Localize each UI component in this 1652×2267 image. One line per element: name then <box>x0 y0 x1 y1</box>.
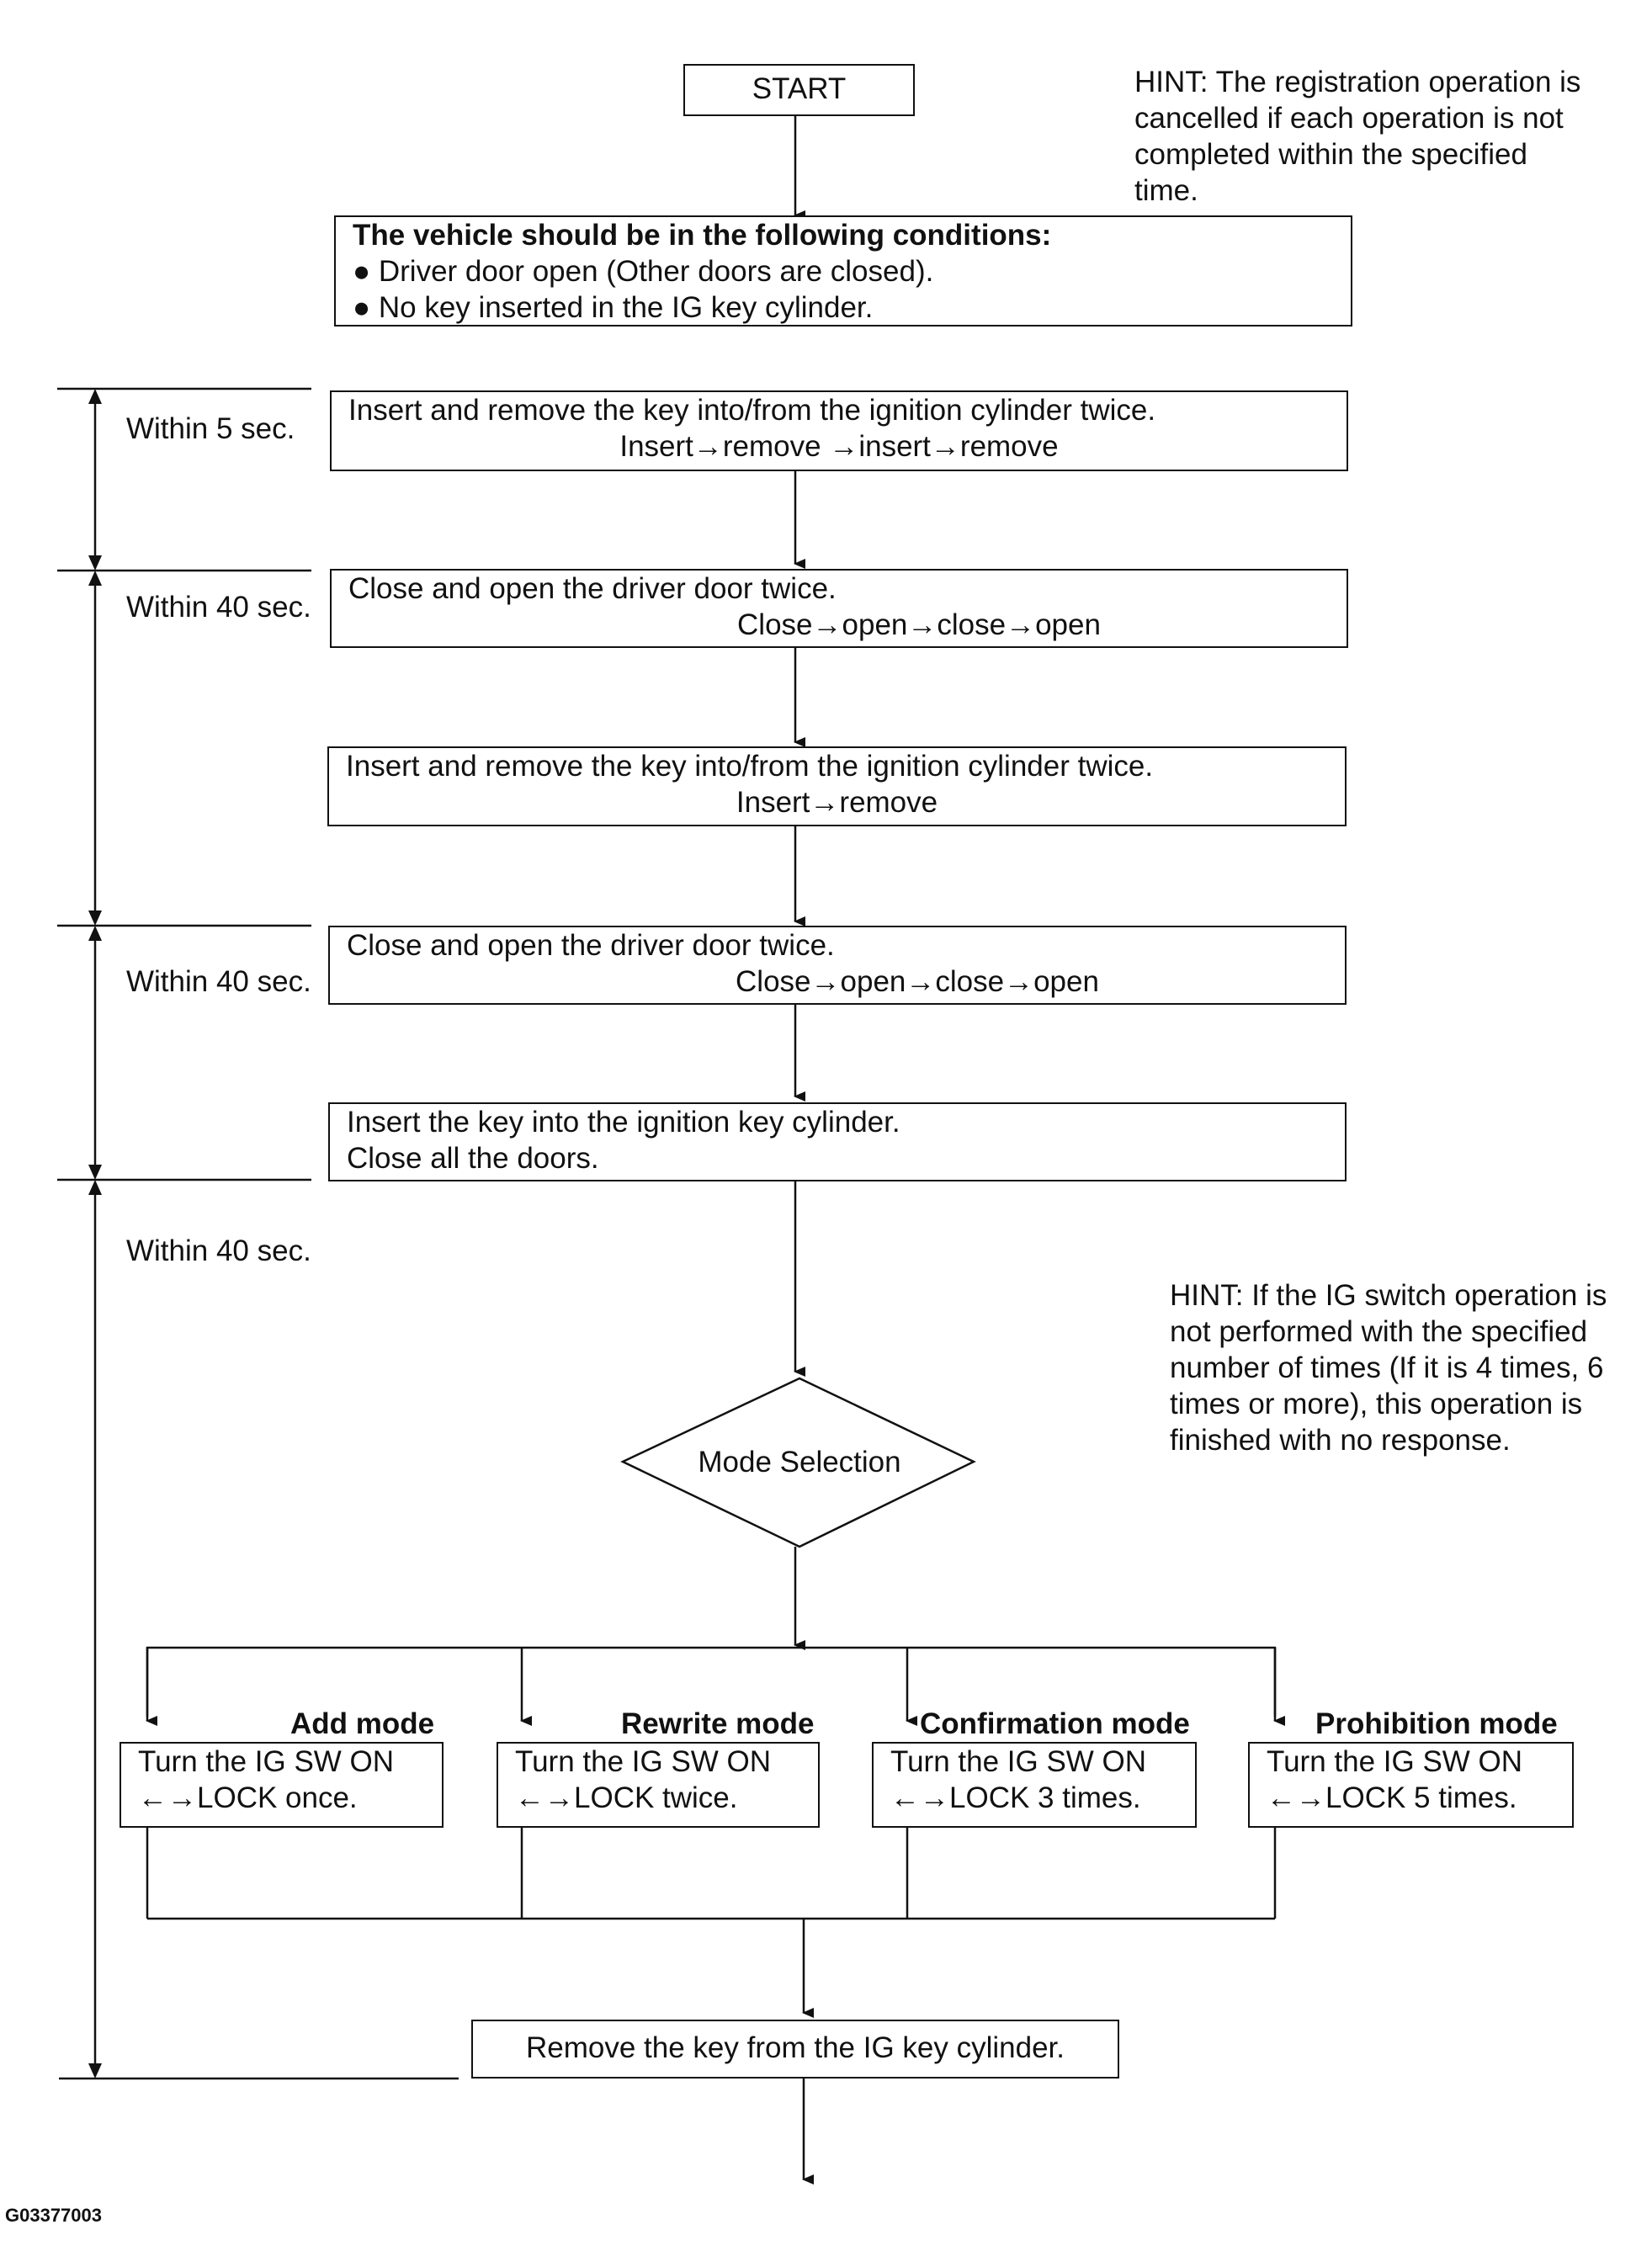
conditions-title: The vehicle should be in the following c… <box>353 219 1052 252</box>
step-instruction: Insert the key into the ignition key cyl… <box>347 1106 900 1139</box>
mode-count: ←→LOCK twice. <box>515 1781 738 1814</box>
mode-box-prohibition: Turn the IG SW ON ←→LOCK 5 times. <box>1248 1742 1574 1828</box>
hint-top-line: completed within the specified <box>1134 138 1527 171</box>
start-node: START <box>683 64 915 116</box>
step-box-4: Close and open the driver door twice. Cl… <box>328 926 1347 1005</box>
timing-label: Within 40 sec. <box>126 591 311 624</box>
step-box-1: Insert and remove the key into/from the … <box>330 390 1348 471</box>
hint-registration-timeout: HINT: The registration operation is canc… <box>1134 64 1639 209</box>
mode-count: ←→LOCK 5 times. <box>1267 1781 1517 1814</box>
start-label: START <box>752 72 847 105</box>
step-box-5: Insert the key into the ignition key cyl… <box>328 1102 1347 1181</box>
mode-action: Turn the IG SW ON <box>1267 1745 1523 1778</box>
figure-code: G03377003 <box>5 2205 102 2226</box>
final-step-text: Remove the key from the IG key cylinder. <box>526 2031 1065 2064</box>
step-sequence: Close→open→close→open <box>737 608 1101 641</box>
mode-action: Turn the IG SW ON <box>515 1745 772 1778</box>
mode-title-confirmation: Confirmation mode <box>920 1707 1190 1740</box>
hint-mid-line: times or more), this operation is <box>1170 1388 1583 1420</box>
condition-item: ● No key inserted in the IG key cylinder… <box>353 291 874 324</box>
mode-count: ←→LOCK 3 times. <box>890 1781 1141 1814</box>
hint-top-line: time. <box>1134 174 1198 207</box>
step-sequence: Insert→remove →insert→remove <box>619 430 1059 463</box>
condition-item: ● Driver door open (Other doors are clos… <box>353 255 934 288</box>
hint-mid-line: number of times (If it is 4 times, 6 <box>1170 1351 1604 1384</box>
mode-title-rewrite: Rewrite mode <box>621 1707 815 1740</box>
step-box-2: Close and open the driver door twice. Cl… <box>330 569 1348 648</box>
timing-arrows <box>88 389 102 2079</box>
decision-label: Mode Selection <box>698 1446 901 1479</box>
final-step-box: Remove the key from the IG key cylinder. <box>471 2020 1119 2079</box>
step-instruction: Insert and remove the key into/from the … <box>348 394 1156 427</box>
mode-box-add: Turn the IG SW ON ←→LOCK once. <box>120 1742 444 1828</box>
timing-label: Within 40 sec. <box>126 965 311 998</box>
hint-top-line: HINT: The registration operation is <box>1134 66 1581 98</box>
step-instruction: Close and open the driver door twice. <box>348 572 837 605</box>
hint-top-line: cancelled if each operation is not <box>1134 102 1564 135</box>
mode-box-rewrite: Turn the IG SW ON ←→LOCK twice. <box>497 1742 820 1828</box>
mode-action: Turn the IG SW ON <box>890 1745 1147 1778</box>
step-sequence: Close→open→close→open <box>736 965 1099 998</box>
mode-title-add: Add mode <box>290 1707 435 1740</box>
hint-mid-line: finished with no response. <box>1170 1424 1511 1457</box>
step-instruction: Insert and remove the key into/from the … <box>346 750 1154 783</box>
timing-label: Within 5 sec. <box>126 412 295 445</box>
mode-count: ←→LOCK once. <box>138 1781 358 1814</box>
timing-label: Within 40 sec. <box>126 1234 311 1267</box>
step-box-3: Insert and remove the key into/from the … <box>327 746 1347 826</box>
hint-mid-line: not performed with the specified <box>1170 1315 1588 1348</box>
step-instruction: Close all the doors. <box>347 1142 599 1175</box>
mode-box-confirmation: Turn the IG SW ON ←→LOCK 3 times. <box>872 1742 1197 1828</box>
hint-mid-line: HINT: If the IG switch operation is <box>1170 1279 1607 1312</box>
step-instruction: Close and open the driver door twice. <box>347 929 835 962</box>
step-sequence: Insert→remove <box>736 786 938 819</box>
mode-action: Turn the IG SW ON <box>138 1745 395 1778</box>
decision-diamond <box>620 1377 976 1548</box>
hint-ig-switch: HINT: If the IG switch operation is not … <box>1170 1277 1649 1458</box>
conditions-box: The vehicle should be in the following c… <box>334 215 1352 327</box>
mode-title-prohibition: Prohibition mode <box>1315 1707 1558 1740</box>
